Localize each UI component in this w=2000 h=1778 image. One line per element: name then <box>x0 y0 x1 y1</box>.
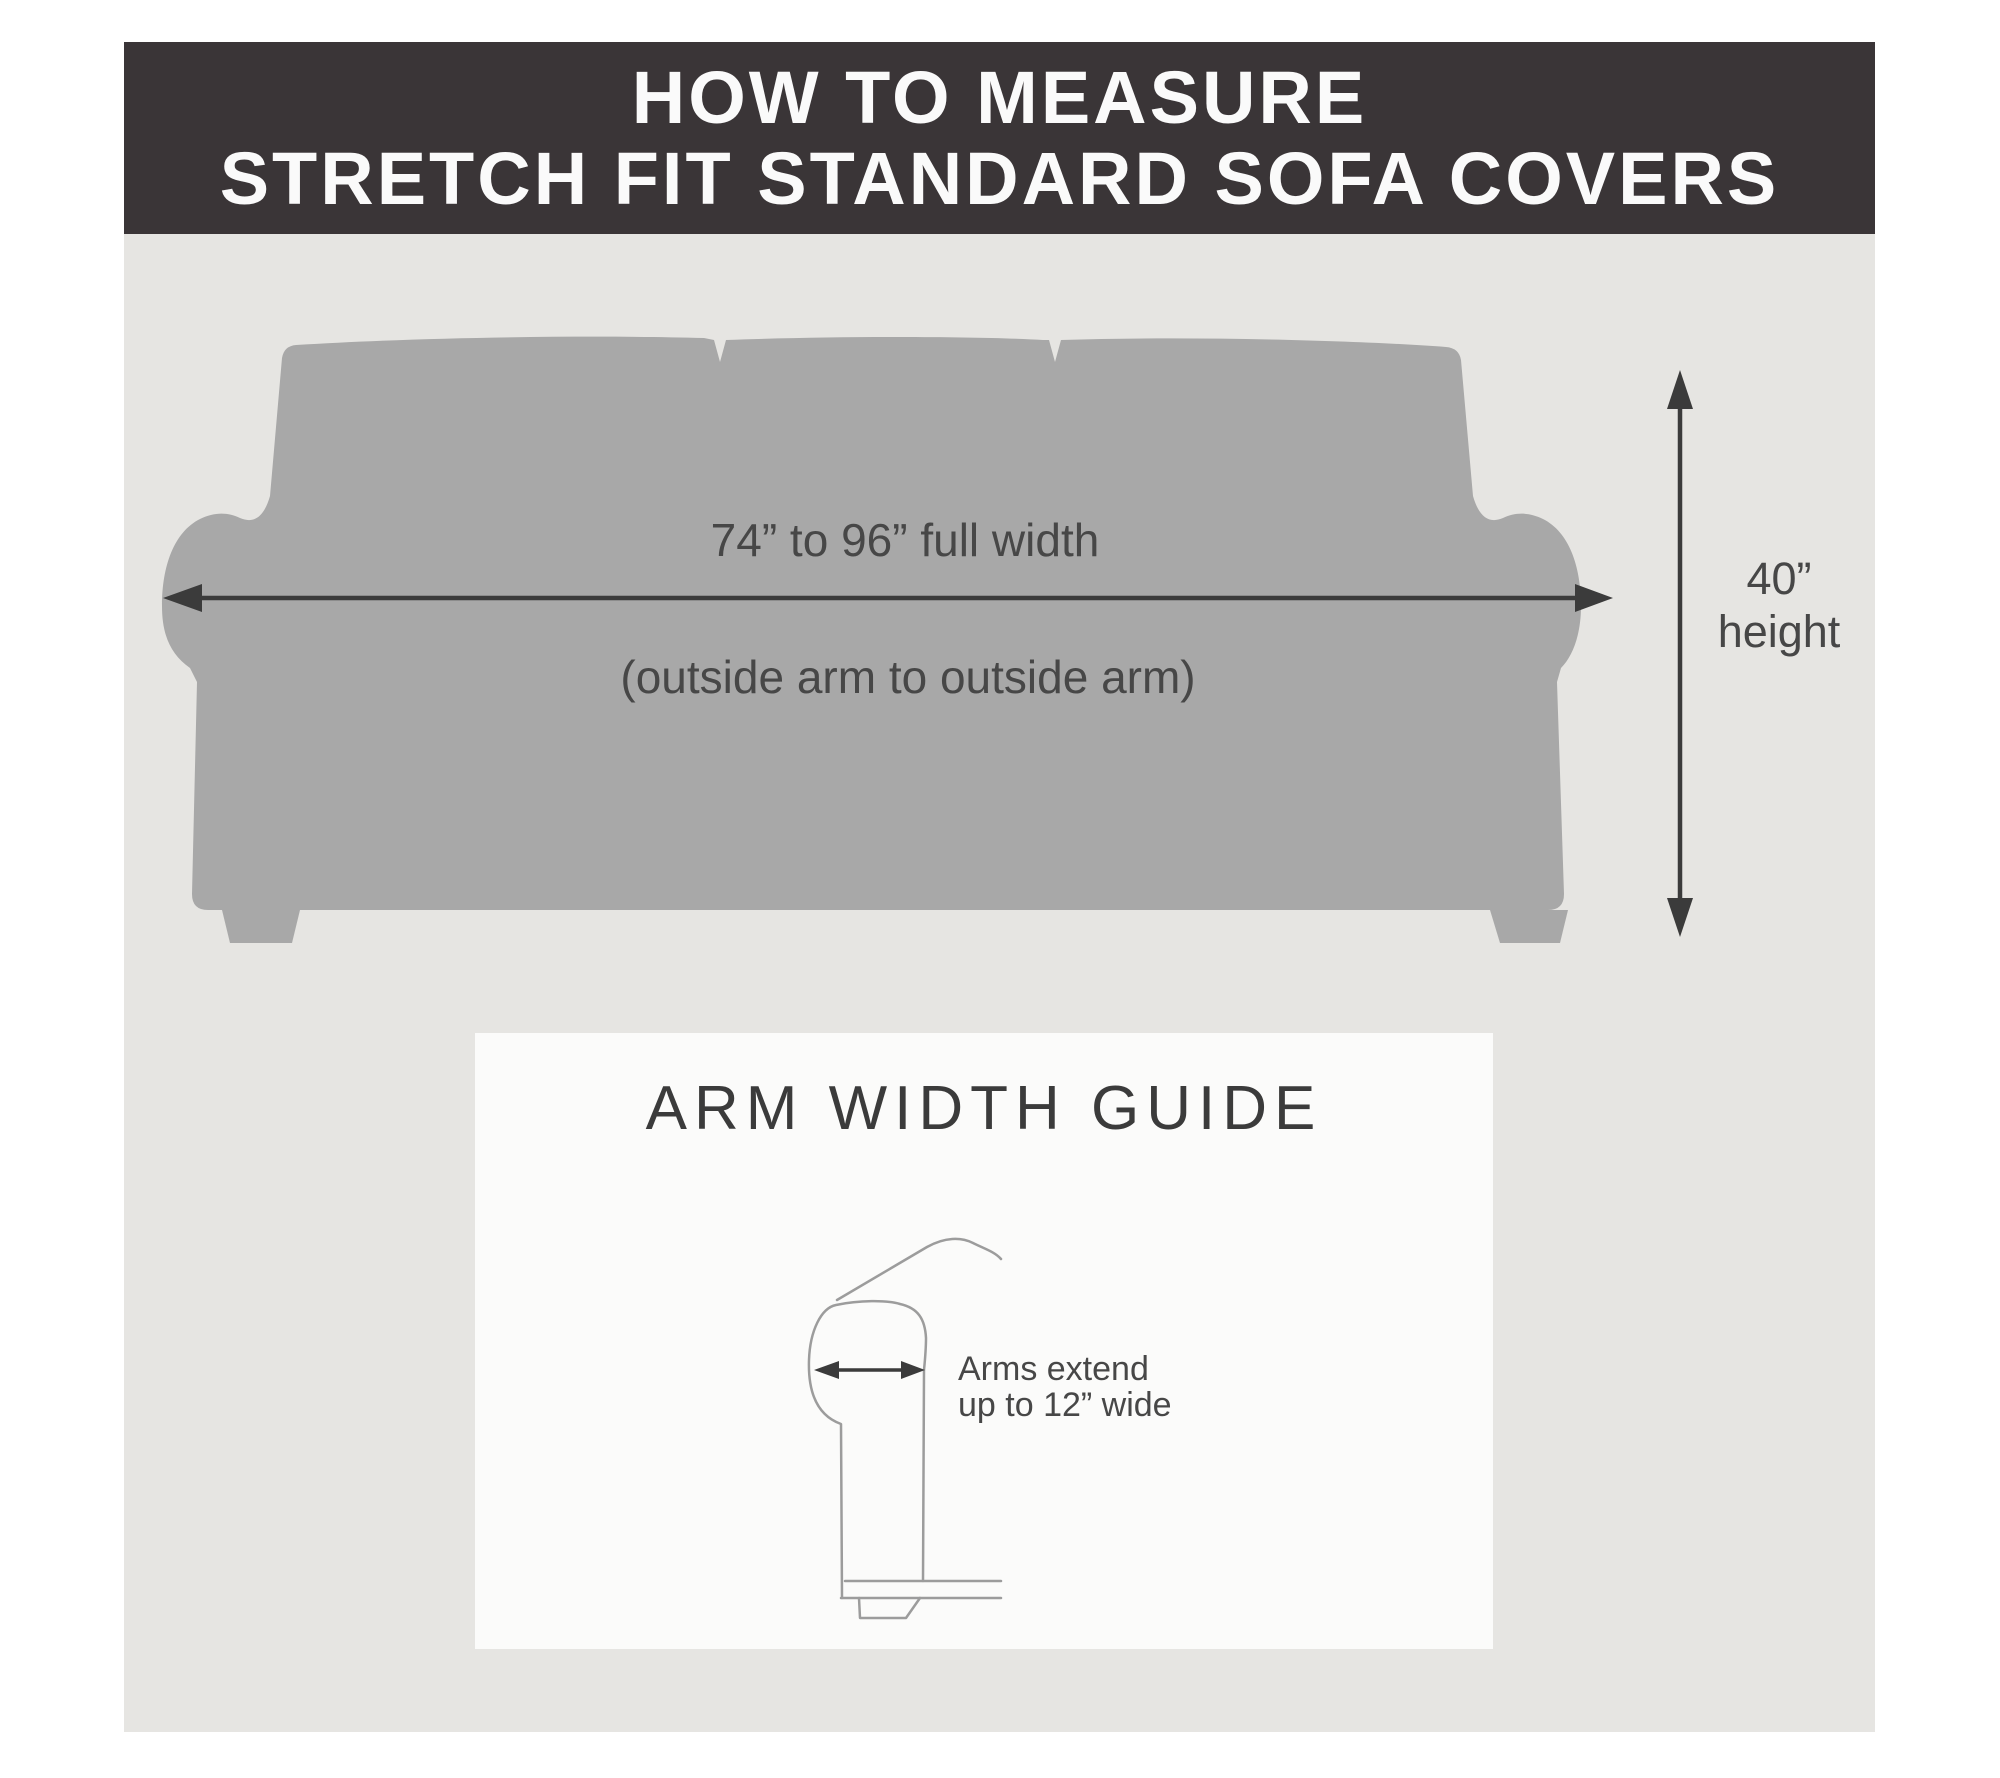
arm-guide-title: ARM WIDTH GUIDE <box>645 1074 1323 1143</box>
arm-note-line-1: Arms extend <box>958 1350 1149 1388</box>
arm-note-line-2: up to 12” wide <box>958 1386 1172 1424</box>
sofa-right-leg <box>1490 910 1568 943</box>
header-banner: HOW TO MEASURE STRETCH FIT STANDARD SOFA… <box>124 42 1875 234</box>
height-word: height <box>1717 606 1841 657</box>
arm-foot <box>857 1596 922 1620</box>
sofa-measure-diagram <box>162 336 1693 943</box>
arm-outline-diagram <box>807 1237 1003 1620</box>
header-line-2: STRETCH FIT STANDARD SOFA COVERS <box>219 137 1780 220</box>
height-value: 40” <box>1746 553 1812 604</box>
arm-guide-note: Arms extend up to 12” wide <box>958 1351 1172 1423</box>
arm-outline <box>807 1299 928 1600</box>
sofa-left-leg <box>222 910 300 943</box>
sofa-silhouette <box>162 336 1581 943</box>
arm-width-arrow-icon <box>814 1361 925 1379</box>
height-arrow-icon <box>1667 370 1693 937</box>
height-label: 40” height <box>1669 552 1889 658</box>
measure-canvas: 74” to 96” full width (outside arm to ou… <box>124 234 1875 1732</box>
width-note: (outside arm to outside arm) <box>620 651 1196 703</box>
arm-width-guide-box: ARM WIDTH GUIDE Arms extend <box>475 1033 1493 1649</box>
sofa-back-line <box>835 1237 1003 1302</box>
width-arrow-icon <box>163 584 1613 612</box>
header-line-1: HOW TO MEASURE <box>631 56 1368 139</box>
width-label: 74” to 96” full width <box>710 514 1100 566</box>
